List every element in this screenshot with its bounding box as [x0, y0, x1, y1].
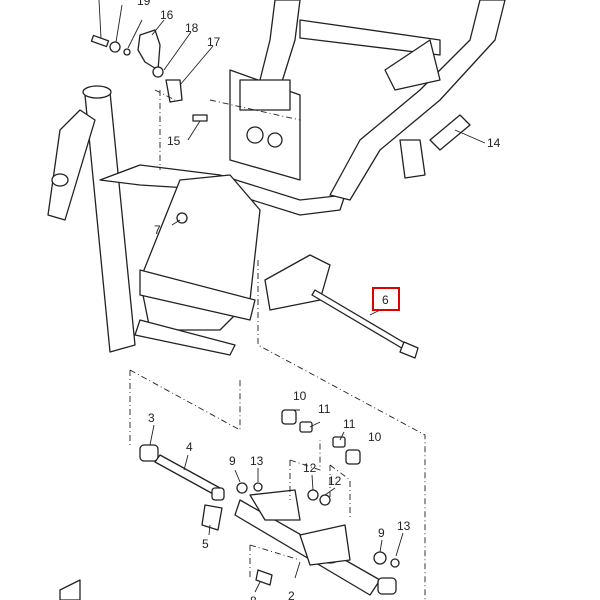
callout-16[interactable]: 16: [160, 8, 174, 22]
callout-6[interactable]: 6: [382, 293, 389, 307]
callout-19[interactable]: 19: [137, 0, 151, 8]
callout-10-upper[interactable]: 10: [293, 389, 307, 403]
small-parts-top: [90, 29, 208, 224]
callout-12-left[interactable]: 12: [303, 461, 317, 475]
callout-5[interactable]: 5: [202, 537, 209, 551]
callout-3[interactable]: 3: [148, 411, 155, 425]
callout-9-lower[interactable]: 9: [378, 526, 385, 540]
callout-13-lower[interactable]: 13: [397, 519, 411, 533]
swingarm-parts: [59, 409, 400, 600]
callout-14[interactable]: 14: [487, 136, 501, 150]
callout-13-upper[interactable]: 13: [250, 454, 264, 468]
callout-17[interactable]: 17: [207, 35, 221, 49]
main-frame: [99, 0, 506, 356]
leader-lines: [98, 0, 486, 593]
callout-11-upper[interactable]: 11: [318, 402, 331, 416]
callout-11-lower[interactable]: 11: [343, 417, 356, 431]
callout-18[interactable]: 18: [185, 21, 199, 35]
callout-10-lower[interactable]: 10: [368, 430, 382, 444]
callout-15[interactable]: 15: [167, 134, 181, 148]
callout-9-upper[interactable]: 9: [229, 454, 236, 468]
callout-12-right[interactable]: 12: [328, 474, 342, 488]
callout-4[interactable]: 4: [186, 440, 193, 454]
callout-8[interactable]: 8: [250, 594, 257, 600]
callout-2[interactable]: 2: [288, 589, 295, 600]
highlight-box: [372, 287, 400, 311]
head-tube: [47, 85, 136, 353]
dash-chain-lines: [129, 89, 426, 600]
part-6-pivot-bolt: [311, 289, 419, 359]
callout-labels: 19 16 18 17 15 14 7 6 3 4 10 11 11 10 9 …: [137, 0, 501, 600]
callout-7[interactable]: 7: [154, 223, 161, 237]
